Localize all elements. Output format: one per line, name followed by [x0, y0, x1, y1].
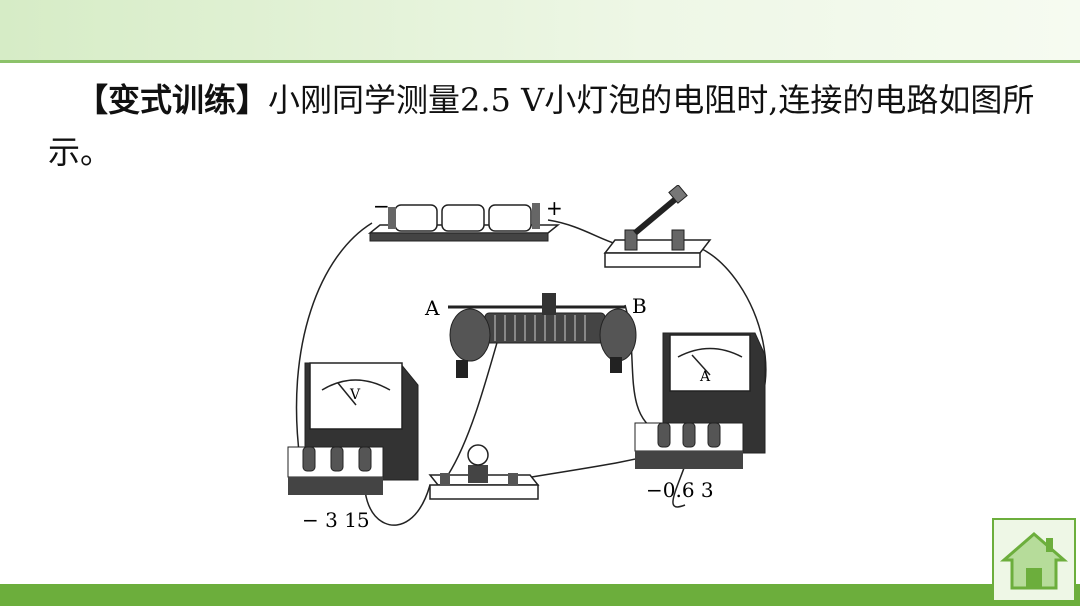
header-divider — [0, 60, 1080, 63]
home-icon — [999, 532, 1069, 590]
rheostat-b-label: B — [632, 294, 647, 318]
battery-minus-label: − — [373, 194, 390, 218]
ammeter-symbol: A — [699, 369, 711, 385]
circuit-diagram: − + A B V — [287, 185, 767, 532]
bottom-footer-band — [0, 584, 1080, 606]
light-bulb — [428, 444, 540, 500]
voltmeter-terminal-labels: − 3 15 — [302, 508, 370, 532]
question-text-block: 【变式训练】小刚同学测量2.5 V小灯泡的电阻时,连接的电路如图所示。 — [48, 74, 1048, 178]
top-header-band — [0, 0, 1080, 60]
wire-battery-switch — [547, 219, 621, 246]
question-body: 小刚同学测量2.5 V小灯泡的电阻时,连接的电路如图所示。 — [48, 81, 1035, 171]
ammeter-terminal-labels: −0.6 3 — [646, 478, 714, 502]
battery-pack: − + — [367, 194, 563, 242]
voltmeter-symbol: V — [349, 387, 361, 403]
wire-rheostat-bulb — [447, 324, 503, 476]
battery-plus-label: + — [546, 196, 563, 220]
ammeter: A −0.6 3 — [634, 332, 766, 502]
question-tag: 【变式训练】 — [76, 81, 269, 119]
home-button[interactable] — [992, 518, 1076, 602]
knife-switch — [603, 185, 712, 268]
rheostat-a-label: A — [424, 296, 440, 320]
sliding-rheostat: A B — [424, 293, 647, 378]
voltmeter: V − 3 15 — [287, 362, 419, 532]
wire-battery-voltmeter — [295, 222, 373, 461]
